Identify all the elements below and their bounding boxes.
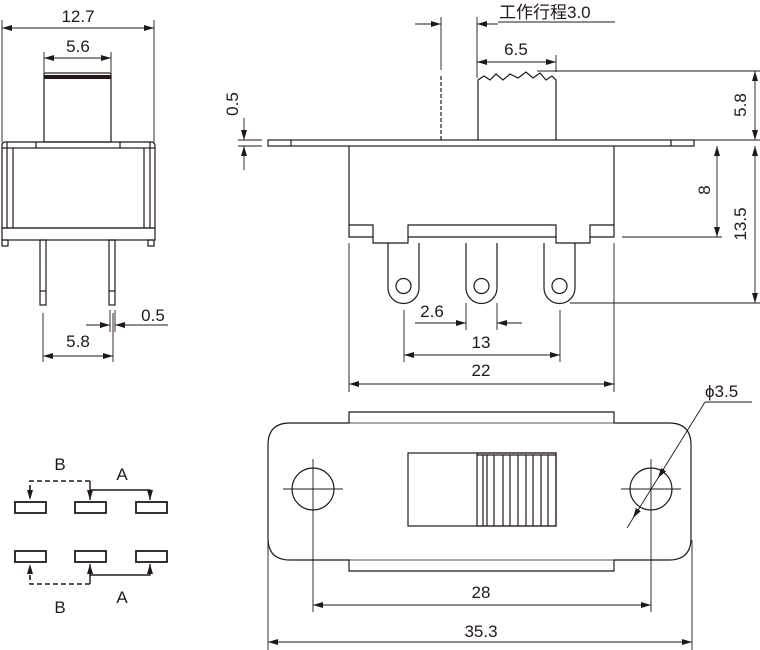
- front-body: [1, 141, 156, 247]
- dim-label: 工作行程3.0: [499, 3, 591, 22]
- dim-label: 6.5: [504, 40, 528, 59]
- dim-flange-thickness: 0.5: [223, 92, 262, 170]
- dim-plate-length: 35.3: [267, 540, 693, 650]
- label-b: B: [54, 455, 65, 474]
- path-a-top: [90, 489, 153, 500]
- dim-label: 5.8: [731, 93, 750, 117]
- dim-hole-pitch: 28: [313, 583, 651, 608]
- dim-label: 0.5: [141, 306, 165, 325]
- switching-schematic: B A A B: [14, 455, 168, 617]
- path-b-bottom: [27, 564, 90, 585]
- dim-label: 28: [472, 583, 491, 602]
- dim-label: 35.3: [464, 622, 497, 641]
- dim-label: 8: [695, 185, 714, 194]
- top-view: ϕ3.5 28 35.3: [267, 382, 752, 650]
- mounting-hole-right: [621, 459, 681, 612]
- dim-width-total: 12.7: [1, 7, 155, 142]
- dim-body-height: 8: [622, 146, 722, 238]
- slider-window: [407, 452, 557, 527]
- path-a-bottom: [90, 564, 153, 576]
- side-lugs: [387, 243, 576, 305]
- pads-top-row: [14, 501, 168, 514]
- label-a: A: [116, 588, 128, 607]
- front-actuator: [43, 72, 112, 143]
- dim-hole-diameter: ϕ3.5: [626, 382, 752, 529]
- dim-label: 13: [472, 333, 491, 352]
- dim-label: 2.6: [420, 302, 444, 321]
- side-view: 工作行程3.0 6.5: [223, 3, 760, 392]
- label-a: A: [116, 465, 128, 484]
- dim-lug-pitch: 13: [403, 310, 561, 362]
- dim-knob-width: 6.5: [477, 40, 557, 72]
- dim-knob-height: 5.8: [537, 70, 760, 141]
- pads-bottom-row: [14, 550, 168, 563]
- mounting-hole-left: [283, 459, 343, 612]
- dim-label: ϕ3.5: [705, 382, 738, 401]
- dim-pin-pitch: 5.8: [42, 313, 114, 362]
- label-b: B: [54, 598, 65, 617]
- dim-body-width: 22: [348, 243, 615, 392]
- dim-label: 5.6: [66, 37, 90, 56]
- dim-actuator-width: 5.6: [43, 37, 112, 72]
- dim-travel: 工作行程3.0: [415, 3, 615, 140]
- dim-lug-width: 2.6: [415, 302, 522, 330]
- front-pins: [39, 239, 116, 306]
- dim-label: 22: [472, 361, 491, 380]
- side-body: [348, 146, 615, 244]
- front-view: 12.7 5.6: [1, 7, 168, 362]
- dim-label: 5.8: [66, 332, 90, 351]
- dim-label: 0.5: [223, 92, 242, 116]
- dim-label: 12.7: [61, 7, 94, 26]
- side-flange: [267, 139, 695, 147]
- dim-label: 13.5: [731, 207, 750, 240]
- dim-overall-height: 13.5: [570, 146, 760, 304]
- mounting-plate: [267, 411, 692, 572]
- path-b-top: [27, 480, 90, 500]
- side-knob: [477, 71, 557, 140]
- dim-pin-thickness: 0.5: [86, 306, 168, 332]
